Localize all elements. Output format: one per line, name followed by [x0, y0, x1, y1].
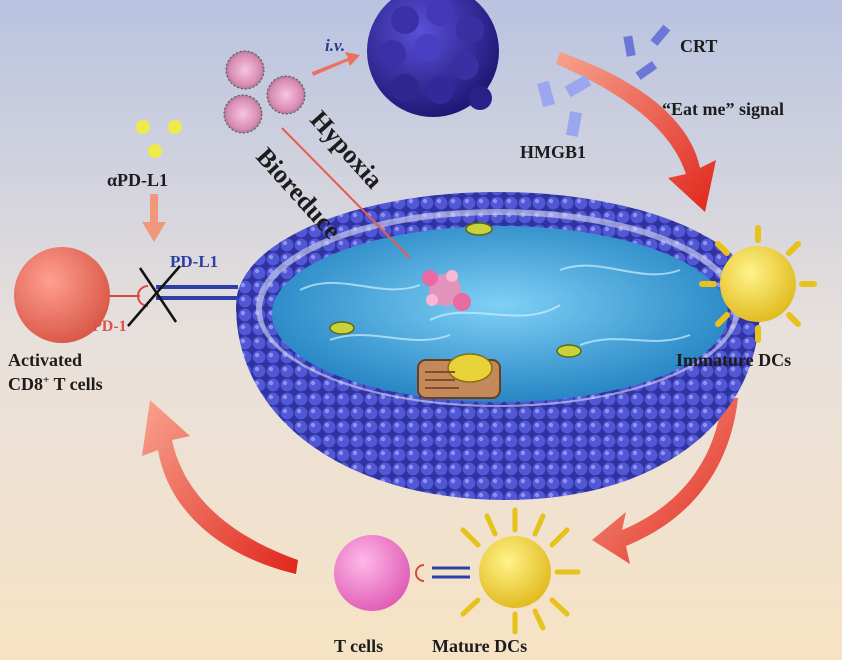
pd1-pdl1-interaction	[110, 265, 238, 327]
immature-dcs-label: Immature DCs	[676, 350, 792, 370]
mitochondrion	[556, 344, 582, 358]
arrow-tumor-to-dc	[556, 52, 716, 212]
arrow-antibody-down	[142, 194, 166, 242]
mature-dc	[460, 507, 581, 635]
antibody-dots	[136, 120, 182, 158]
tumor-cell-hemisphere	[236, 192, 760, 500]
crt-label: CRT	[680, 36, 718, 56]
eat-me-signal-label: “Eat me” signal	[662, 99, 785, 119]
t-cells-label: T cells	[334, 636, 384, 656]
pdl1-label: PD-L1	[170, 252, 219, 271]
organelle-cluster	[417, 353, 501, 399]
cycle-arrows	[142, 52, 738, 574]
arrow-immature-to-mature	[592, 398, 738, 564]
immature-dc	[699, 225, 817, 343]
tumor-icon	[367, 0, 499, 117]
released-drug-cluster	[422, 270, 471, 311]
crt-molecules	[623, 24, 671, 80]
cd8-t-cells-label: CD8+ T cells	[8, 374, 103, 394]
penetration-arrow	[281, 127, 411, 259]
mature-dcs-label: Mature DCs	[432, 636, 528, 656]
nanoparticles	[223, 50, 306, 134]
arrow-tcells-to-activated	[142, 400, 298, 574]
hmgb1-molecules	[537, 74, 592, 137]
mitochondrion	[329, 321, 355, 335]
iv-label: i.v.	[325, 36, 346, 55]
activated-label: Activated	[8, 350, 82, 370]
iv-arrow	[312, 52, 360, 76]
hmgb1-label: HMGB1	[520, 142, 586, 162]
pd1-label: PD-1	[92, 318, 127, 335]
apdl1-label: αPD-L1	[107, 170, 169, 190]
tcr-mhc-interaction	[415, 564, 470, 582]
activated-t-cell	[14, 247, 110, 343]
mitochondrion	[465, 222, 493, 236]
t-cell	[334, 535, 410, 611]
